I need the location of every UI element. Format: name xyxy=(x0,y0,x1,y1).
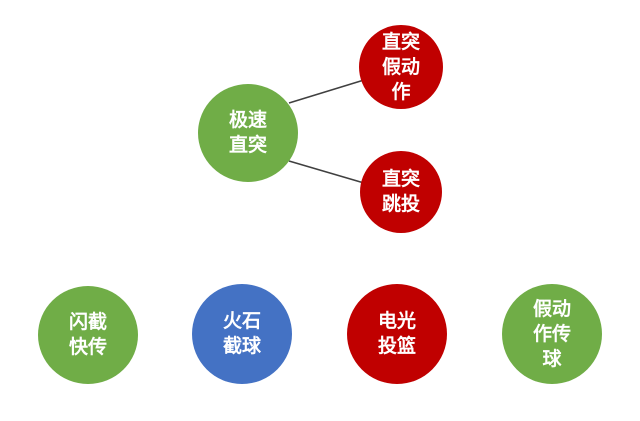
node-label-line: 直突 xyxy=(228,134,267,156)
node-label-line: 假动 xyxy=(381,55,420,78)
node-label-line: 快传 xyxy=(68,336,107,358)
node-label-line: 直突 xyxy=(381,168,420,190)
bottom-node-3: 电光 投篮 xyxy=(347,284,447,384)
node-label-line: 作传 xyxy=(532,322,571,345)
bottom-node-4: 假动 作传 球 xyxy=(502,284,602,384)
bottom-node-2: 火石 截球 xyxy=(192,284,292,384)
root-node: 极速 直突 xyxy=(198,84,298,182)
connector-line-root-to-top xyxy=(288,79,365,104)
bottom-node-1: 闪截 快传 xyxy=(38,286,138,384)
node-label-line: 球 xyxy=(542,347,562,370)
node-label-line: 截球 xyxy=(222,335,261,357)
node-label-line: 投篮 xyxy=(377,335,416,357)
node-label-line: 火石 xyxy=(222,310,261,332)
node-label-line: 假动 xyxy=(532,297,571,320)
child-node-top: 直突 假动 作 xyxy=(359,25,443,109)
connector-line-root-to-bottom xyxy=(288,160,365,184)
child-node-bottom: 直突 跳投 xyxy=(360,151,442,233)
node-label-line: 直突 xyxy=(381,30,420,53)
node-label-line: 极速 xyxy=(228,109,267,131)
node-label-line: 电光 xyxy=(377,310,416,332)
node-label-line: 跳投 xyxy=(381,193,420,215)
node-label-line: 闪截 xyxy=(68,311,107,333)
node-label-line: 作 xyxy=(391,80,411,103)
